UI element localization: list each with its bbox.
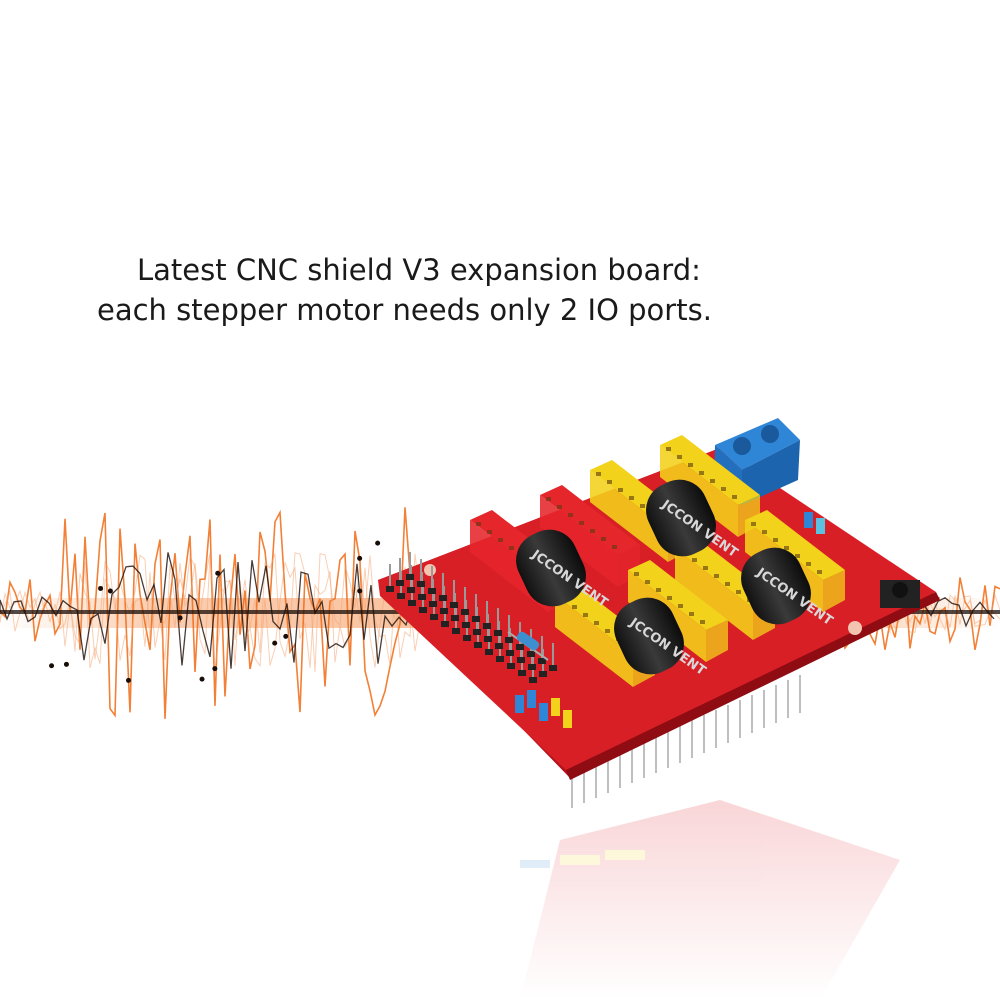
- caption-line-1: Latest CNC shield V3 expansion board:: [137, 253, 701, 287]
- reset-button: [880, 580, 920, 608]
- jumper-pins: [515, 512, 825, 728]
- resistor: [507, 631, 549, 661]
- caption-line-2: each stepper motor needs only 2 IO ports…: [97, 293, 712, 327]
